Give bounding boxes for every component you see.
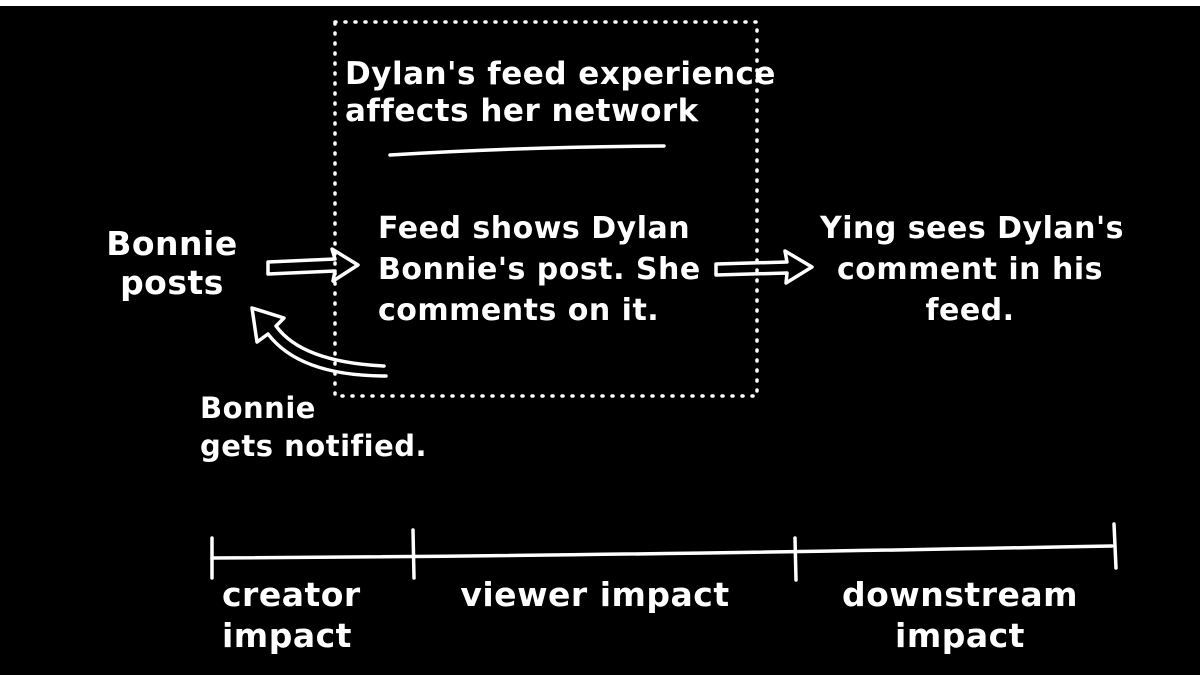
timeline-label-creator-line1: creator [222,575,361,614]
node-bonnie-posts-line1: Bonnie [106,224,238,263]
box-title: Dylan's feed experience affects her netw… [345,56,776,129]
title-underline [388,144,666,157]
arrow-feedback-curve [250,306,388,378]
top-border-strip [0,0,1200,6]
node-ying-sees-line2: comment in his [837,252,1103,288]
node-bonnie-notified: Bonnie gets notified. [200,390,427,465]
arrow-feed-to-ying [714,249,814,285]
timeline-label-viewer-line1: viewer impact [460,575,730,614]
node-ying-sees-line1: Ying sees Dylan's [820,211,1125,246]
viewer-dotted-box [333,20,759,398]
timeline-tick-viewer-downstream [793,536,798,582]
box-title-line1: Dylan's feed experience [345,56,776,92]
chalkboard-canvas [0,6,1200,675]
node-bonnie-notified-line2: gets notified. [200,428,428,463]
node-feed-shows: Feed shows Dylan Bonnie's post. She comm… [378,208,701,331]
node-ying-sees: Ying sees Dylan's comment in his feed. [820,208,1125,331]
timeline-tick-creator-viewer [411,528,416,580]
box-title-line2: affects her network [345,92,699,129]
node-bonnie-notified-line1: Bonnie [200,391,316,425]
timeline-label-creator-line2: impact [222,616,352,656]
timeline-label-downstream-impact: downstream impact [820,574,1100,657]
timeline-label-creator-impact: creator impact [212,574,382,657]
arrow-posts-to-feed [266,247,360,283]
timeline-label-downstream-line2: impact [895,616,1025,656]
node-ying-sees-line3: feed. [925,293,1015,329]
node-feed-shows-line1: Feed shows Dylan [378,211,691,246]
timeline-label-viewer-impact: viewer impact [430,574,760,615]
timeline-line [210,544,1114,560]
node-feed-shows-line2: Bonnie's post. She [378,252,701,288]
node-bonnie-posts-line2: posts [120,262,224,302]
timeline-label-downstream-line1: downstream [842,575,1078,614]
node-feed-shows-line3: comments on it. [378,293,660,329]
timeline-tick-end [1112,522,1118,570]
node-bonnie-posts: Bonnie posts [92,224,252,303]
